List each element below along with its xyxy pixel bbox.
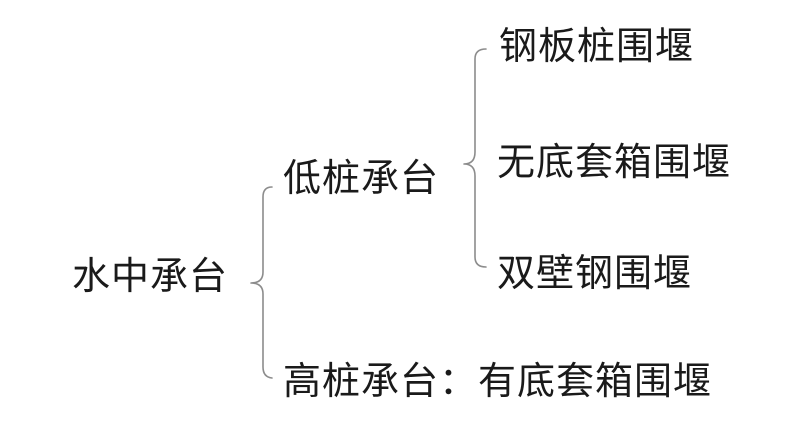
cofferdam-item-double-wall-steel: 双壁钢围堰 <box>497 251 693 295</box>
low-pile-cap-label: 低桩承台 <box>283 156 440 200</box>
high-pile-cap-label: 高桩承台：有底套箱围堰 <box>283 359 713 403</box>
cofferdam-item-bottomless-box: 无底套箱围堰 <box>497 140 732 184</box>
low-pile-brace <box>463 48 487 268</box>
root-brace <box>250 186 273 379</box>
cofferdam-item-steel-sheet-pile: 钢板桩围堰 <box>499 24 695 68</box>
root-node-label: 水中承台 <box>72 254 229 298</box>
